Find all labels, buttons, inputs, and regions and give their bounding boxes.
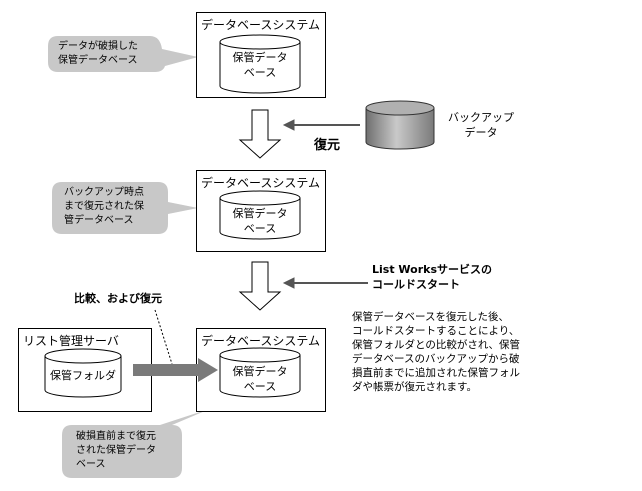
backup-drum-icon — [365, 100, 435, 150]
cold-start-label: List Worksサービスの コールドスタート — [372, 263, 493, 291]
callout-3-shape — [62, 408, 212, 478]
callout-text-3: 破損直前まで復元 された保管データ ベース — [76, 431, 156, 470]
db-label-1: 保管データ ベース — [232, 51, 288, 79]
db-label-2: 保管データ ベース — [232, 207, 288, 235]
down-arrow-1 — [238, 109, 282, 159]
down-arrow-2 — [238, 261, 282, 311]
db-system-title: データベースシステム — [201, 18, 321, 32]
compare-leader-line — [154, 309, 173, 365]
restore-arrow — [282, 119, 360, 131]
list-server-title: リスト管理サーバ — [23, 334, 119, 348]
callout-text-2: バックアップ時点 まで復元された保 管データベース — [64, 187, 144, 226]
callout-2-shape — [52, 182, 198, 234]
db-system-title: データベースシステム — [201, 334, 321, 348]
folder-label: 保管フォルダ — [50, 369, 116, 382]
callout-1-shape — [48, 36, 198, 72]
description-text: 保管データベースを復元した後、 コールドスタートすることにより、 保管フォルダと… — [352, 311, 520, 393]
restore-label: 復元 — [314, 138, 341, 153]
compare-label: 比較、および復元 — [74, 292, 162, 305]
cold-start-arrow — [282, 277, 368, 289]
db-system-title: データベースシステム — [201, 176, 321, 190]
callout-text-1: データが破損した 保管データベース — [58, 41, 138, 66]
db-label-3: 保管データ ベース — [232, 365, 288, 393]
backup-label: バックアップ データ — [448, 111, 514, 139]
